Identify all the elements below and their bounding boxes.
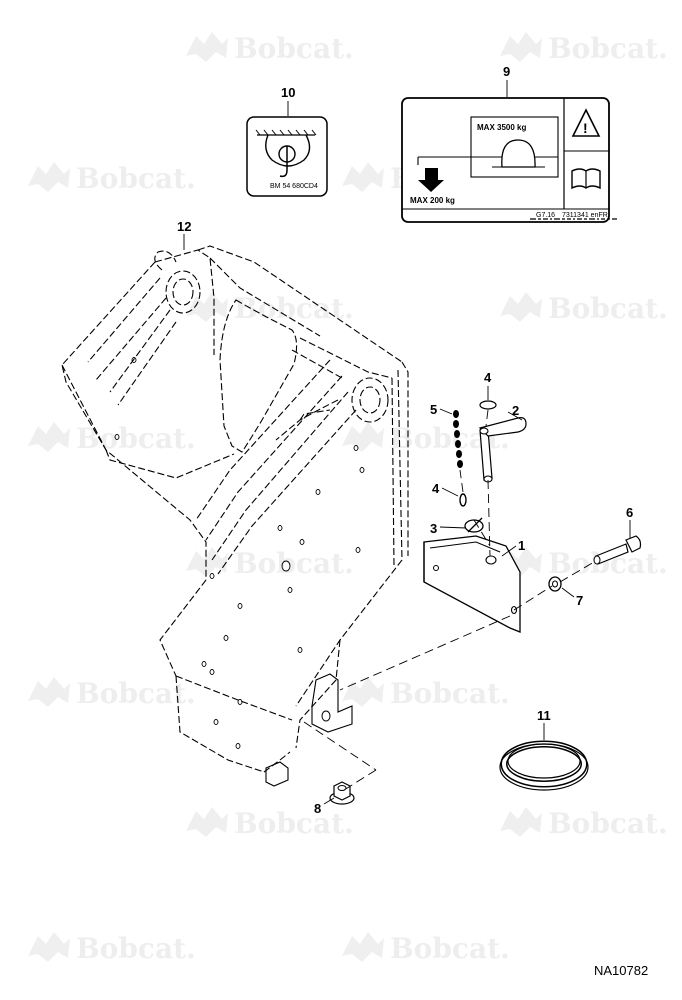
callout-4: 4 — [484, 370, 492, 385]
callout-labels: 10 9 12 4 5 2 4 3 1 6 7 8 11 — [177, 64, 633, 816]
watermark-text: Bobcat. — [548, 292, 668, 325]
callout-leaders — [183, 80, 631, 805]
watermark-logo: Bobcat. — [28, 422, 196, 455]
hook-decal-code: BM 54 680CD4 — [270, 183, 318, 190]
down-arrow-icon — [418, 168, 444, 192]
watermark-text: Bobcat. — [234, 807, 354, 840]
watermark-text: Bobcat. — [76, 932, 196, 965]
callout-7: 7 — [576, 593, 583, 608]
callout-8: 8 — [314, 801, 321, 816]
manual-book-icon — [571, 168, 601, 190]
decal-edition: G7.16 — [536, 212, 555, 219]
attachment-frame — [61, 245, 409, 787]
watermark-text: Bobcat. — [390, 932, 510, 965]
callout-5: 5 — [430, 402, 437, 417]
watermark-text: Bobcat. — [76, 162, 196, 195]
mounting-plate — [423, 535, 521, 633]
watermark-logo: Bobcat. — [28, 932, 196, 965]
callout-2: 2 — [512, 403, 519, 418]
watermark-text: Bobcat. — [76, 422, 196, 455]
callout-1: 1 — [518, 538, 525, 553]
decal-part-number: 7311341 enFR — [562, 212, 608, 219]
watermark-logo: Bobcat. — [28, 677, 196, 710]
callout-6: 6 — [626, 505, 633, 520]
hex-bolt — [593, 535, 642, 565]
max-downforce-text: MAX 200 kg — [410, 196, 455, 205]
split-ring — [459, 493, 467, 507]
watermark-logo: Bobcat. — [500, 292, 668, 325]
split-ring — [479, 400, 497, 410]
watermark-text: Bobcat. — [234, 292, 354, 325]
hose-coil — [499, 740, 589, 791]
watermark-text: Bobcat. — [548, 32, 668, 65]
callout-10: 10 — [281, 85, 295, 100]
watermark-text: Bobcat. — [76, 677, 196, 710]
watermark-logo: Bobcat. — [500, 32, 668, 65]
watermark-logo: Bobcat. — [28, 162, 196, 195]
drawing-reference: NA10782 — [594, 963, 648, 978]
watermark-text: Bobcat. — [390, 677, 510, 710]
watermark-logo: Bobcat. — [342, 932, 510, 965]
callout-3: 3 — [430, 521, 437, 536]
flange-nut — [329, 781, 355, 805]
hook-decal: BM 54 680CD4 — [246, 116, 328, 197]
callout-11: 11 — [537, 708, 551, 723]
callout-12: 12 — [177, 219, 191, 234]
watermark-text: Bobcat. — [234, 32, 354, 65]
watermark-logo: Bobcat. — [186, 32, 354, 65]
warning-icon — [571, 108, 601, 137]
svg-text:!: ! — [583, 120, 588, 136]
lanyard-chain — [453, 410, 463, 468]
retaining-pin — [478, 417, 527, 483]
watermark-text: Bobcat. — [548, 807, 668, 840]
watermark-logo: Bobcat. — [186, 807, 354, 840]
flat-washer — [548, 576, 562, 592]
watermark-logo: Bobcat. — [186, 547, 354, 580]
load-decal: ! MAX 3500 kg MAX 200 kg G7.16 7311341 e… — [401, 97, 617, 223]
assembly-lines — [303, 409, 595, 791]
watermark-text: Bobcat. — [234, 547, 354, 580]
callout-9: 9 — [503, 64, 510, 79]
watermark-logo: Bobcat. — [342, 677, 510, 710]
watermark-logo: Bobcat. — [500, 807, 668, 840]
max-load-text: MAX 3500 kg — [477, 123, 526, 132]
callout-4: 4 — [432, 481, 440, 496]
watermark-logo: Bobcat. — [186, 292, 354, 325]
